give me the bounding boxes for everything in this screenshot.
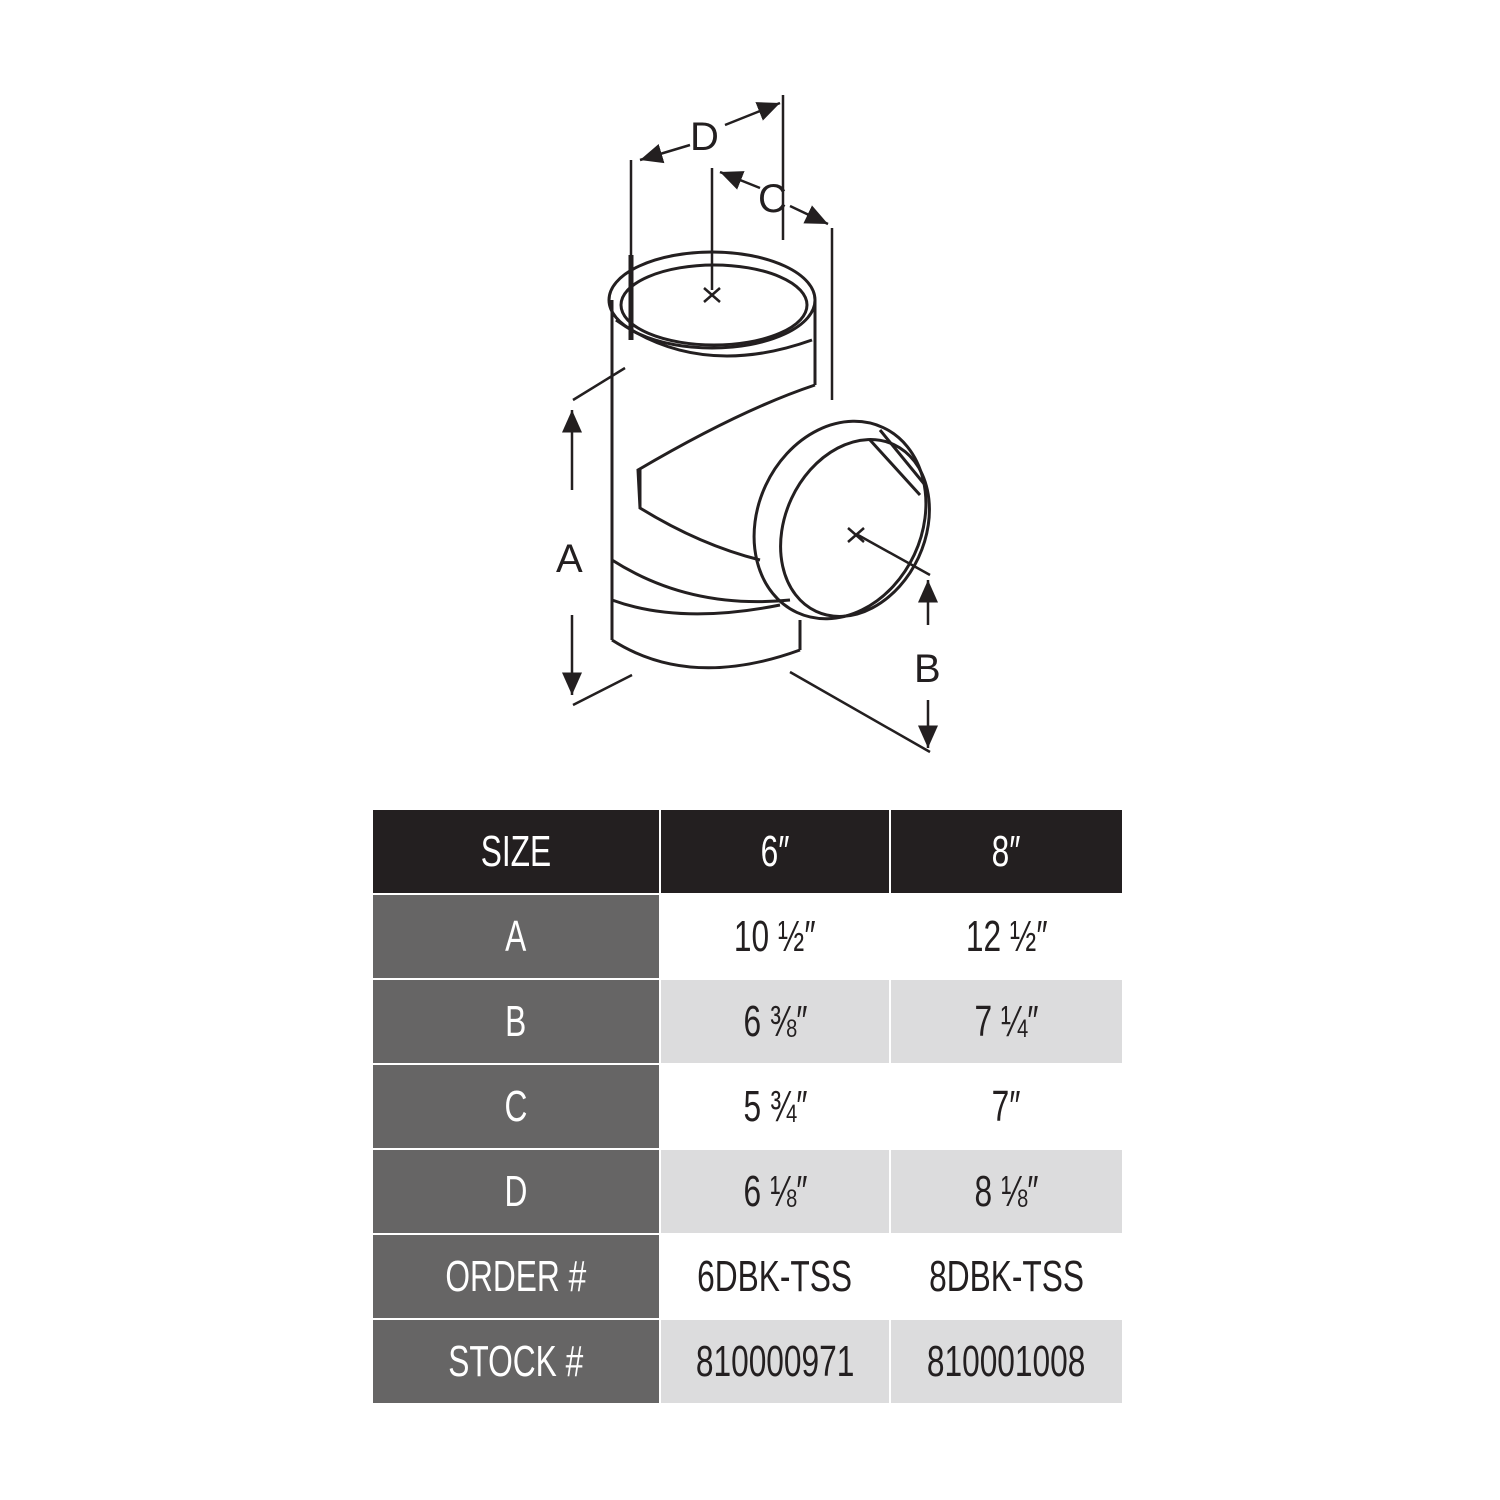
table-row: STOCK # 810000971 810001008 <box>371 1318 1124 1405</box>
row-label: ORDER # <box>445 1251 587 1301</box>
cell-6in: 810000971 <box>695 1336 855 1386</box>
cell-6in: 6 ⅛″ <box>742 1166 808 1216</box>
header-8in: 8″ <box>992 826 1021 876</box>
cell-8in: 7 ¼″ <box>974 996 1039 1046</box>
table-row: A 10 ½″ 12 ½″ <box>371 893 1124 980</box>
center-marks <box>703 287 865 543</box>
table-header-row: SIZE 6″ 8″ <box>371 808 1124 895</box>
row-label: C <box>504 1081 528 1131</box>
row-label: STOCK # <box>448 1336 584 1386</box>
cell-6in: 6DBK-TSS <box>697 1251 853 1301</box>
cell-8in: 810001008 <box>927 1336 1086 1386</box>
table-row: B 6 ⅜″ 7 ¼″ <box>371 978 1124 1065</box>
dimension-label-b: B <box>914 647 941 691</box>
row-label: A <box>505 911 527 961</box>
table-row: ORDER # 6DBK-TSS 8DBK-TSS <box>371 1233 1124 1320</box>
pipe-outline <box>607 250 931 670</box>
size-spec-table: SIZE 6″ 8″ A 10 ½″ 12 ½″ B 6 ⅜″ 7 ¼″ C 5… <box>371 808 1124 1405</box>
header-size: SIZE <box>480 826 552 876</box>
tee-pipe-diagram: D C A B <box>556 95 941 754</box>
dimension-label-d: D <box>690 115 719 159</box>
cell-6in: 5 ¾″ <box>742 1081 808 1131</box>
header-6in: 6″ <box>760 826 790 876</box>
row-label: B <box>505 996 527 1046</box>
cell-8in: 8DBK-TSS <box>929 1251 1084 1301</box>
dimension-label-a: A <box>556 537 583 581</box>
dimension-lines <box>562 95 938 754</box>
cell-8in: 7″ <box>992 1081 1021 1131</box>
cell-6in: 6 ⅜″ <box>742 996 808 1046</box>
row-label: D <box>504 1166 528 1216</box>
table-row: D 6 ⅛″ 8 ⅛″ <box>371 1148 1124 1235</box>
cell-8in: 8 ⅛″ <box>974 1166 1039 1216</box>
cell-8in: 12 ½″ <box>965 911 1048 961</box>
dimension-label-c: C <box>758 177 787 221</box>
cell-6in: 10 ½″ <box>734 911 816 961</box>
table-row: C 5 ¾″ 7″ <box>371 1063 1124 1150</box>
